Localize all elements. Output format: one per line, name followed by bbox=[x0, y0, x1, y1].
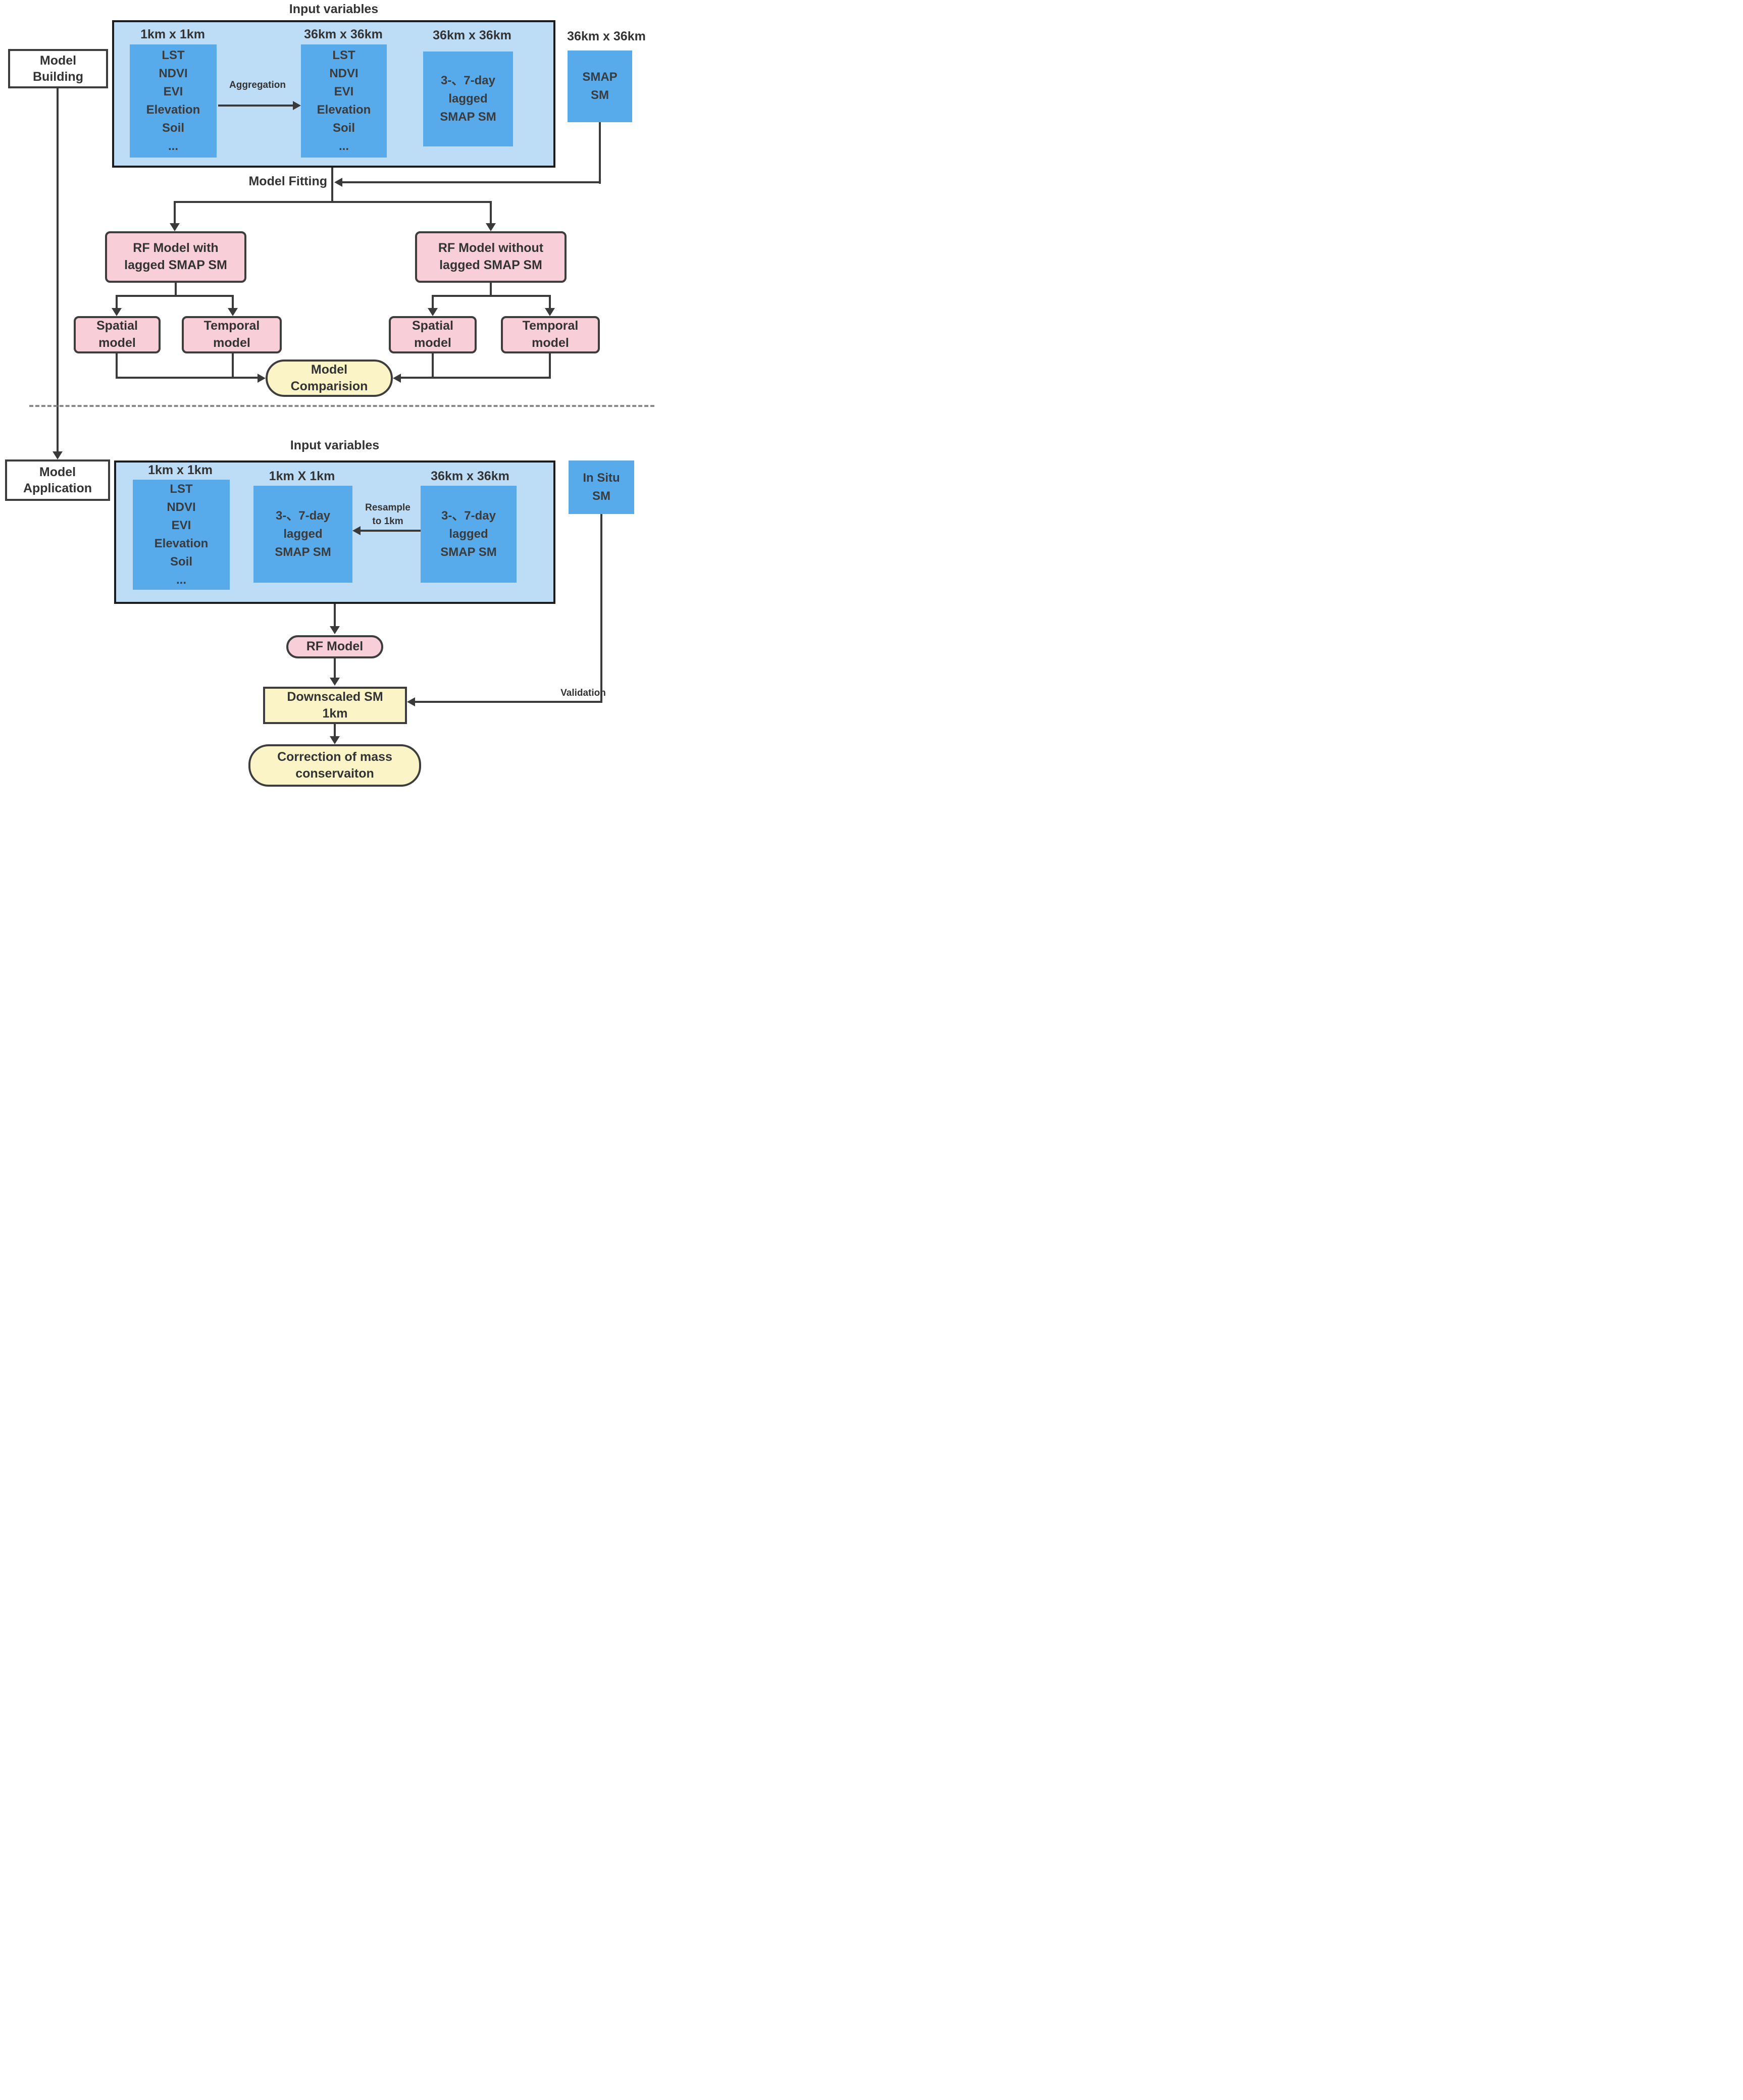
variables-box-36km-top: LST NDVI EVI Elevation Soil ... bbox=[301, 44, 387, 158]
temporal-model-box-right: Temporal model bbox=[501, 316, 600, 353]
arrowhead-spatial-left bbox=[112, 308, 122, 316]
rf-model-with-box: RF Model with lagged SMAP SM bbox=[105, 231, 246, 283]
variables-box-1km-top: LST NDVI EVI Elevation Soil ... bbox=[130, 44, 217, 158]
resolution-label-36km-right: 36km x 36km bbox=[567, 29, 646, 43]
arrowhead-rf-right bbox=[486, 223, 496, 231]
model-application-box: Model Application bbox=[5, 459, 110, 501]
arrowhead-model-application bbox=[53, 451, 63, 459]
in-situ-sm-box: In Situ SM bbox=[569, 460, 634, 514]
lagged-smap-box-36km-top: 3-、7-day lagged SMAP SM bbox=[423, 52, 513, 146]
connector-temporal-left-out bbox=[232, 353, 234, 378]
connector-rf-left-drop bbox=[174, 201, 176, 224]
connector-smap-vertical bbox=[599, 122, 601, 184]
connector-rf-right-drop bbox=[490, 201, 492, 224]
arrowhead-comparision-right bbox=[393, 374, 401, 383]
connector-temporal-right-drop bbox=[549, 295, 551, 309]
connector-spatial-right-out bbox=[432, 353, 434, 378]
aggregation-arrowhead bbox=[293, 101, 301, 110]
input-variables-title-bottom: Input variables bbox=[290, 438, 380, 452]
resolution-label-1km-top: 1km x 1km bbox=[140, 27, 205, 41]
arrowhead-model-fitting bbox=[334, 178, 342, 187]
connector-right-branch bbox=[433, 295, 551, 297]
arrowhead-downscaled bbox=[330, 678, 340, 686]
flowchart: Input variables Model Building 1km x 1km… bbox=[0, 0, 654, 788]
lagged-smap-box-1km: 3-、7-day lagged SMAP SM bbox=[253, 486, 352, 583]
resolution-label-36km-b: 36km x 36km bbox=[433, 28, 511, 42]
resample-arrowhead bbox=[352, 526, 361, 535]
resample-label: Resample to 1km bbox=[365, 502, 411, 527]
smap-sm-box: SMAP SM bbox=[568, 50, 632, 122]
correction-box: Correction of mass conservaiton bbox=[248, 744, 421, 787]
connector-spatial-left-out bbox=[116, 353, 118, 378]
resolution-label-36km-a: 36km x 36km bbox=[304, 27, 383, 41]
connector-spatial-left-drop bbox=[116, 295, 118, 309]
connector-downscaled-down bbox=[334, 724, 336, 736]
connector-panel2-down bbox=[334, 604, 336, 627]
spatial-model-box-left: Spatial model bbox=[74, 316, 161, 353]
arrowhead-temporal-right bbox=[545, 308, 555, 316]
resolution-label-36km-bottom: 36km x 36km bbox=[431, 469, 509, 483]
connector-model-building bbox=[57, 88, 59, 451]
model-comparision-box: Model Comparision bbox=[266, 360, 393, 397]
connector-spatial-right-drop bbox=[432, 295, 434, 309]
connector-temporal-left-drop bbox=[232, 295, 234, 309]
model-fitting-label: Model Fitting bbox=[248, 174, 327, 188]
arrowhead-rf-left bbox=[170, 223, 180, 231]
resolution-label-1km-bottom: 1km x 1km bbox=[148, 463, 213, 477]
aggregation-arrow-line bbox=[218, 105, 294, 107]
validation-label: Validation bbox=[560, 688, 606, 698]
connector-rf-left-down bbox=[175, 283, 177, 296]
arrowhead-correction bbox=[330, 736, 340, 744]
spatial-model-box-right: Spatial model bbox=[389, 316, 477, 353]
arrowhead-spatial-right bbox=[428, 308, 438, 316]
aggregation-label: Aggregation bbox=[229, 80, 286, 90]
connector-smap-horizontal bbox=[342, 181, 601, 183]
section-divider bbox=[29, 405, 654, 407]
arrowhead-temporal-left bbox=[228, 308, 238, 316]
resolution-label-1km-x: 1km X 1km bbox=[269, 469, 335, 483]
downscaled-sm-box: Downscaled SM 1km bbox=[263, 687, 407, 724]
connector-rf-right-down bbox=[490, 283, 492, 296]
connector-comparision-right bbox=[401, 377, 551, 379]
lagged-smap-box-36km-bottom: 3-、7-day lagged SMAP SM bbox=[421, 486, 517, 583]
rf-model-without-box: RF Model without lagged SMAP SM bbox=[415, 231, 567, 283]
temporal-model-box-left: Temporal model bbox=[182, 316, 282, 353]
resample-arrow-line bbox=[361, 530, 421, 532]
model-building-box: Model Building bbox=[8, 49, 108, 88]
connector-insitu-vertical bbox=[600, 514, 602, 703]
connector-comparision-left bbox=[116, 377, 259, 379]
connector-validation-horizontal bbox=[414, 701, 602, 703]
variables-box-1km-bottom: LST NDVI EVI Elevation Soil ... bbox=[133, 480, 230, 590]
arrowhead-rf-pill bbox=[330, 626, 340, 634]
arrowhead-comparision-left bbox=[258, 374, 266, 383]
connector-left-branch bbox=[116, 295, 234, 297]
connector-temporal-right-out bbox=[549, 353, 551, 378]
input-variables-title-top: Input variables bbox=[289, 2, 379, 16]
connector-pill-down bbox=[334, 658, 336, 679]
rf-model-pill: RF Model bbox=[286, 635, 383, 658]
connector-split-horizontal bbox=[175, 201, 492, 203]
connector-panel-down bbox=[331, 168, 333, 202]
arrowhead-validation bbox=[407, 697, 415, 706]
